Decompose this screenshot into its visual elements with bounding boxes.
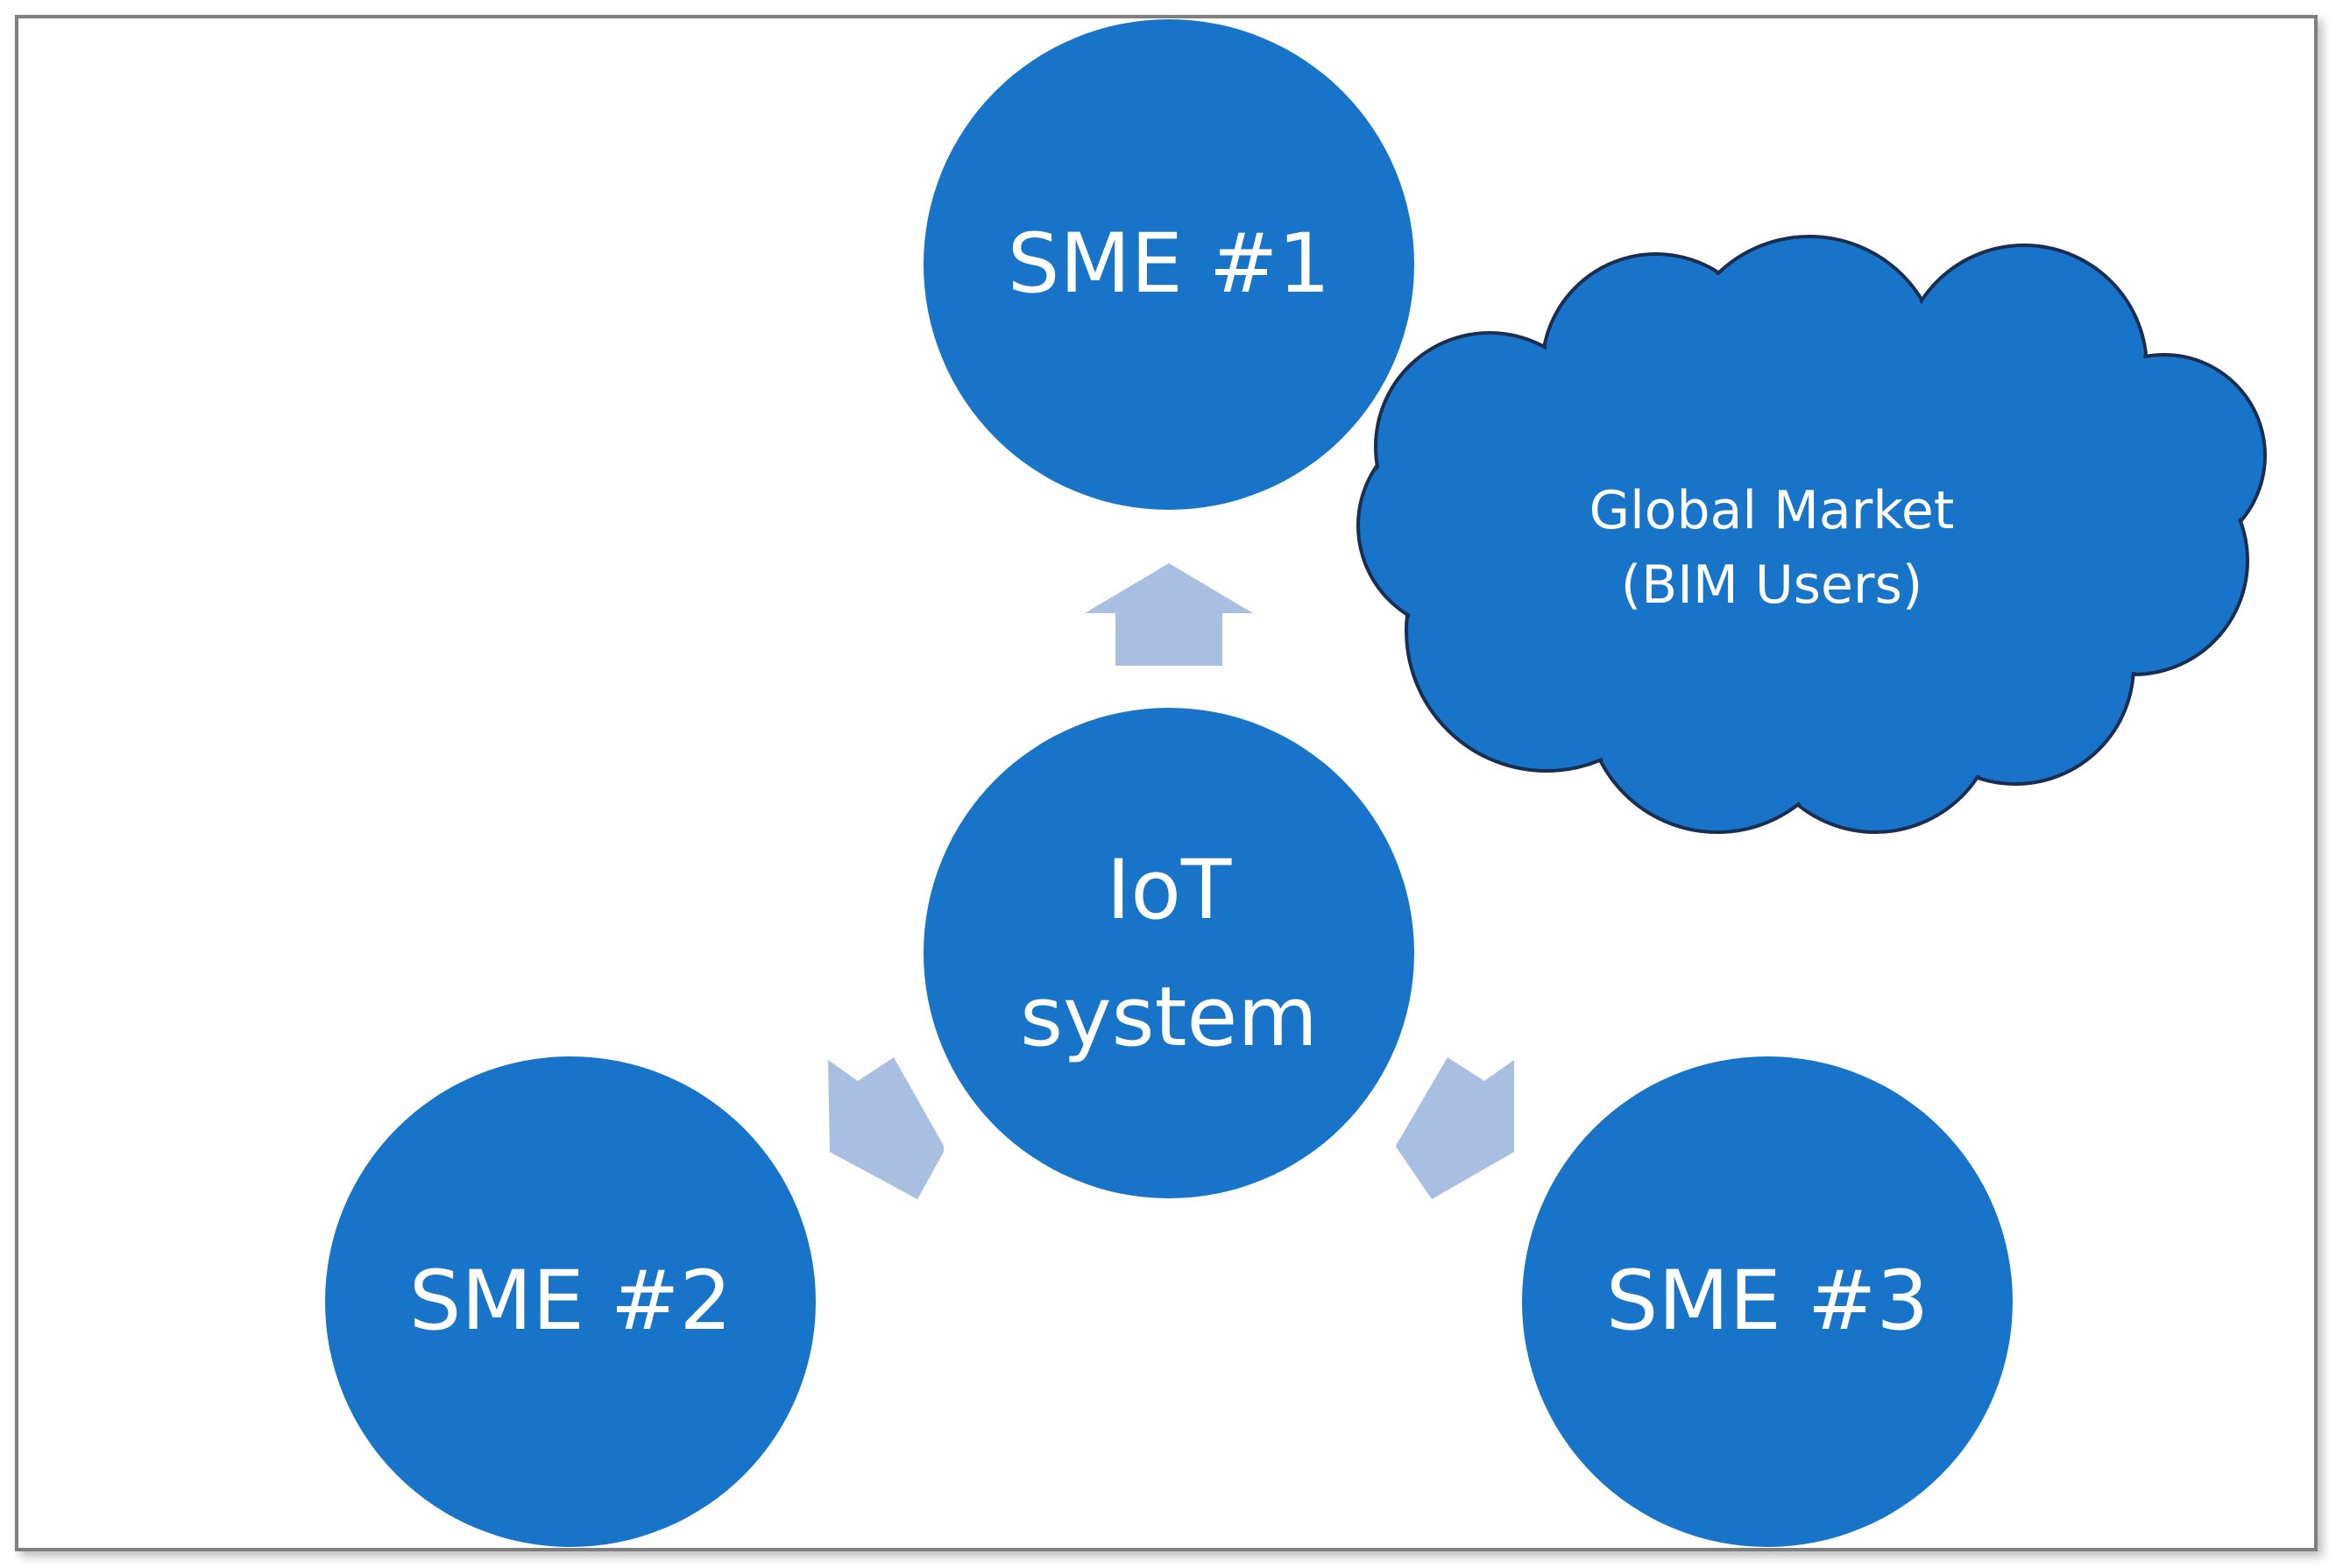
arrow-to-sme1 bbox=[1085, 563, 1253, 666]
sme3-label: SME #3 bbox=[1606, 1254, 1929, 1349]
node-iot-system: IoT system bbox=[924, 708, 1414, 1198]
cloud-label-line2: (BIM Users) bbox=[1621, 554, 1923, 616]
cloud-label-line1: Global Market bbox=[1589, 480, 1955, 541]
global-market-cloud: Global Market (BIM Users) bbox=[1356, 235, 2267, 834]
node-sme3: SME #3 bbox=[1522, 1056, 2013, 1547]
node-sme2: SME #2 bbox=[325, 1056, 816, 1547]
sme2-label: SME #2 bbox=[409, 1254, 733, 1349]
arrow-to-sme3 bbox=[1396, 1057, 1514, 1199]
node-sme1: SME #1 bbox=[924, 19, 1414, 510]
hub-label-line1: IoT bbox=[1107, 843, 1232, 938]
sme1-label: SME #1 bbox=[1008, 216, 1331, 312]
arrow-to-sme2 bbox=[828, 1057, 944, 1199]
hub-label-line2: system bbox=[1020, 970, 1318, 1065]
